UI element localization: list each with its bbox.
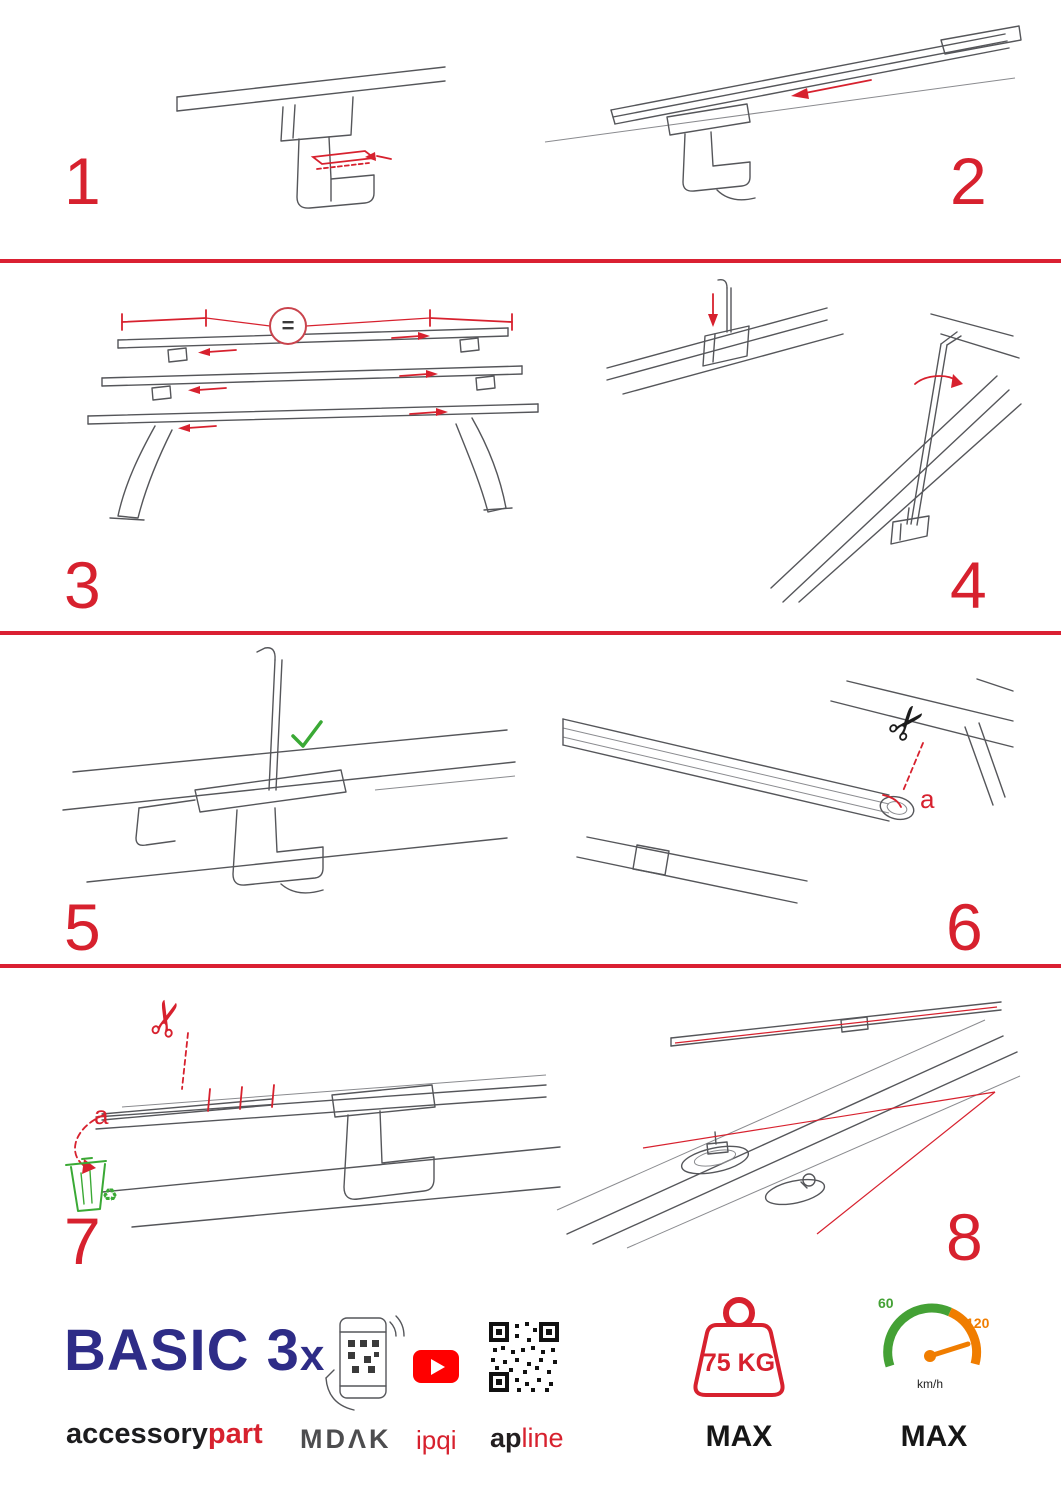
- clamp-drawing: [666, 103, 756, 201]
- crossbars-drawing: [87, 327, 539, 425]
- equal-spacing-badge: =: [269, 307, 307, 345]
- weight-value: 75 KG: [703, 1349, 775, 1377]
- crossbar-drawing: [544, 25, 1022, 143]
- step-1-number: 1: [64, 144, 101, 218]
- roof-surface-drawing: [62, 729, 516, 883]
- product-name-text: BASIC 3: [64, 1318, 300, 1383]
- youtube-icon: [413, 1350, 459, 1383]
- tension-rod-drawing: [256, 647, 283, 791]
- alignment-guides: [642, 1091, 996, 1235]
- speed-low-tick: 60: [878, 1295, 894, 1311]
- support-foot-drawing: [576, 836, 808, 904]
- speed-max-label: MAX: [900, 1420, 968, 1453]
- step-7-number: 7: [64, 1204, 101, 1278]
- clamp-drawing: [280, 96, 375, 209]
- adapter-pad-highlight: [310, 150, 392, 170]
- step-4-number: 4: [950, 548, 987, 622]
- t-adapter-drawing: [680, 1131, 826, 1206]
- pin-insert-drawing: [606, 278, 844, 395]
- weight-max-label: MAX: [705, 1420, 773, 1453]
- crossbar-underside-drawing: [95, 1074, 547, 1130]
- rubber-strip-highlight: [882, 742, 924, 808]
- hex-key-drawing: [770, 313, 1022, 603]
- section-divider-1: [0, 259, 1061, 263]
- speed-unit: km/h: [917, 1377, 943, 1391]
- partner-logo-mdak: MDΛK: [300, 1424, 392, 1454]
- section-divider-3: [0, 964, 1061, 968]
- apline-red-text: line: [521, 1423, 564, 1453]
- clamp-drawing: [101, 1084, 561, 1228]
- step-3-illustration: [87, 309, 539, 521]
- step-3-number: 3: [64, 548, 101, 622]
- step-7-illustration: [65, 1032, 561, 1228]
- step-4-illustration: [606, 278, 1022, 603]
- roof-rails-drawing: [556, 1019, 1021, 1249]
- product-name: BASIC 3x: [64, 1322, 325, 1380]
- clamp-assembly-drawing: [135, 769, 347, 894]
- step-5-number: 5: [64, 890, 101, 964]
- qr-code-icon: [489, 1322, 559, 1392]
- step-2-illustration: [544, 25, 1022, 201]
- step-1-illustration: [176, 66, 446, 209]
- brand-red-text: part: [207, 1418, 263, 1450]
- step-2-number: 2: [950, 144, 987, 218]
- speedometer-needle: [927, 1341, 971, 1359]
- roof-rail-drawing: [830, 678, 1014, 806]
- cut-marks: [181, 1032, 275, 1112]
- equal-spacing-dimension: [121, 309, 513, 331]
- recycle-icon: ♻: [102, 1185, 119, 1205]
- product-qty-suffix: x: [299, 1331, 326, 1380]
- step-5-illustration: [62, 647, 516, 894]
- brand-wordmark: accessorypart: [66, 1420, 263, 1449]
- step-6-number: 6: [946, 890, 983, 964]
- play-icon: [430, 1358, 445, 1375]
- step-6-illustration: [562, 678, 1014, 904]
- section-divider-2: [0, 631, 1061, 635]
- crossbar-tube-drawing: [562, 718, 915, 822]
- step-7-cut-label: a: [94, 1100, 109, 1130]
- crossbar-drawing: [670, 1001, 1002, 1047]
- brand-black-text: accessory: [66, 1418, 208, 1450]
- step-8-number: 8: [946, 1200, 983, 1274]
- support-feet-drawing: [109, 417, 513, 521]
- slide-direction-arrow: [791, 79, 872, 99]
- speed-high-tick: 120: [966, 1315, 990, 1331]
- speedometer-icon: 60 120 km/h: [878, 1295, 990, 1391]
- max-weight-icon: 75 KG: [693, 1297, 785, 1397]
- partner-logo-apline: apline: [490, 1425, 564, 1452]
- partner-logo-ipqi: ipqi: [416, 1425, 457, 1455]
- check-icon: [291, 720, 323, 748]
- adjust-arrows: [178, 332, 448, 432]
- step-6-cut-label: a: [920, 784, 935, 814]
- roof-edge-drawing: [176, 66, 446, 112]
- step-8-illustration: [556, 1001, 1021, 1249]
- apline-black-text: ap: [490, 1423, 522, 1453]
- phone-qr-icon: [325, 1315, 405, 1411]
- trash-icon: [65, 1157, 107, 1212]
